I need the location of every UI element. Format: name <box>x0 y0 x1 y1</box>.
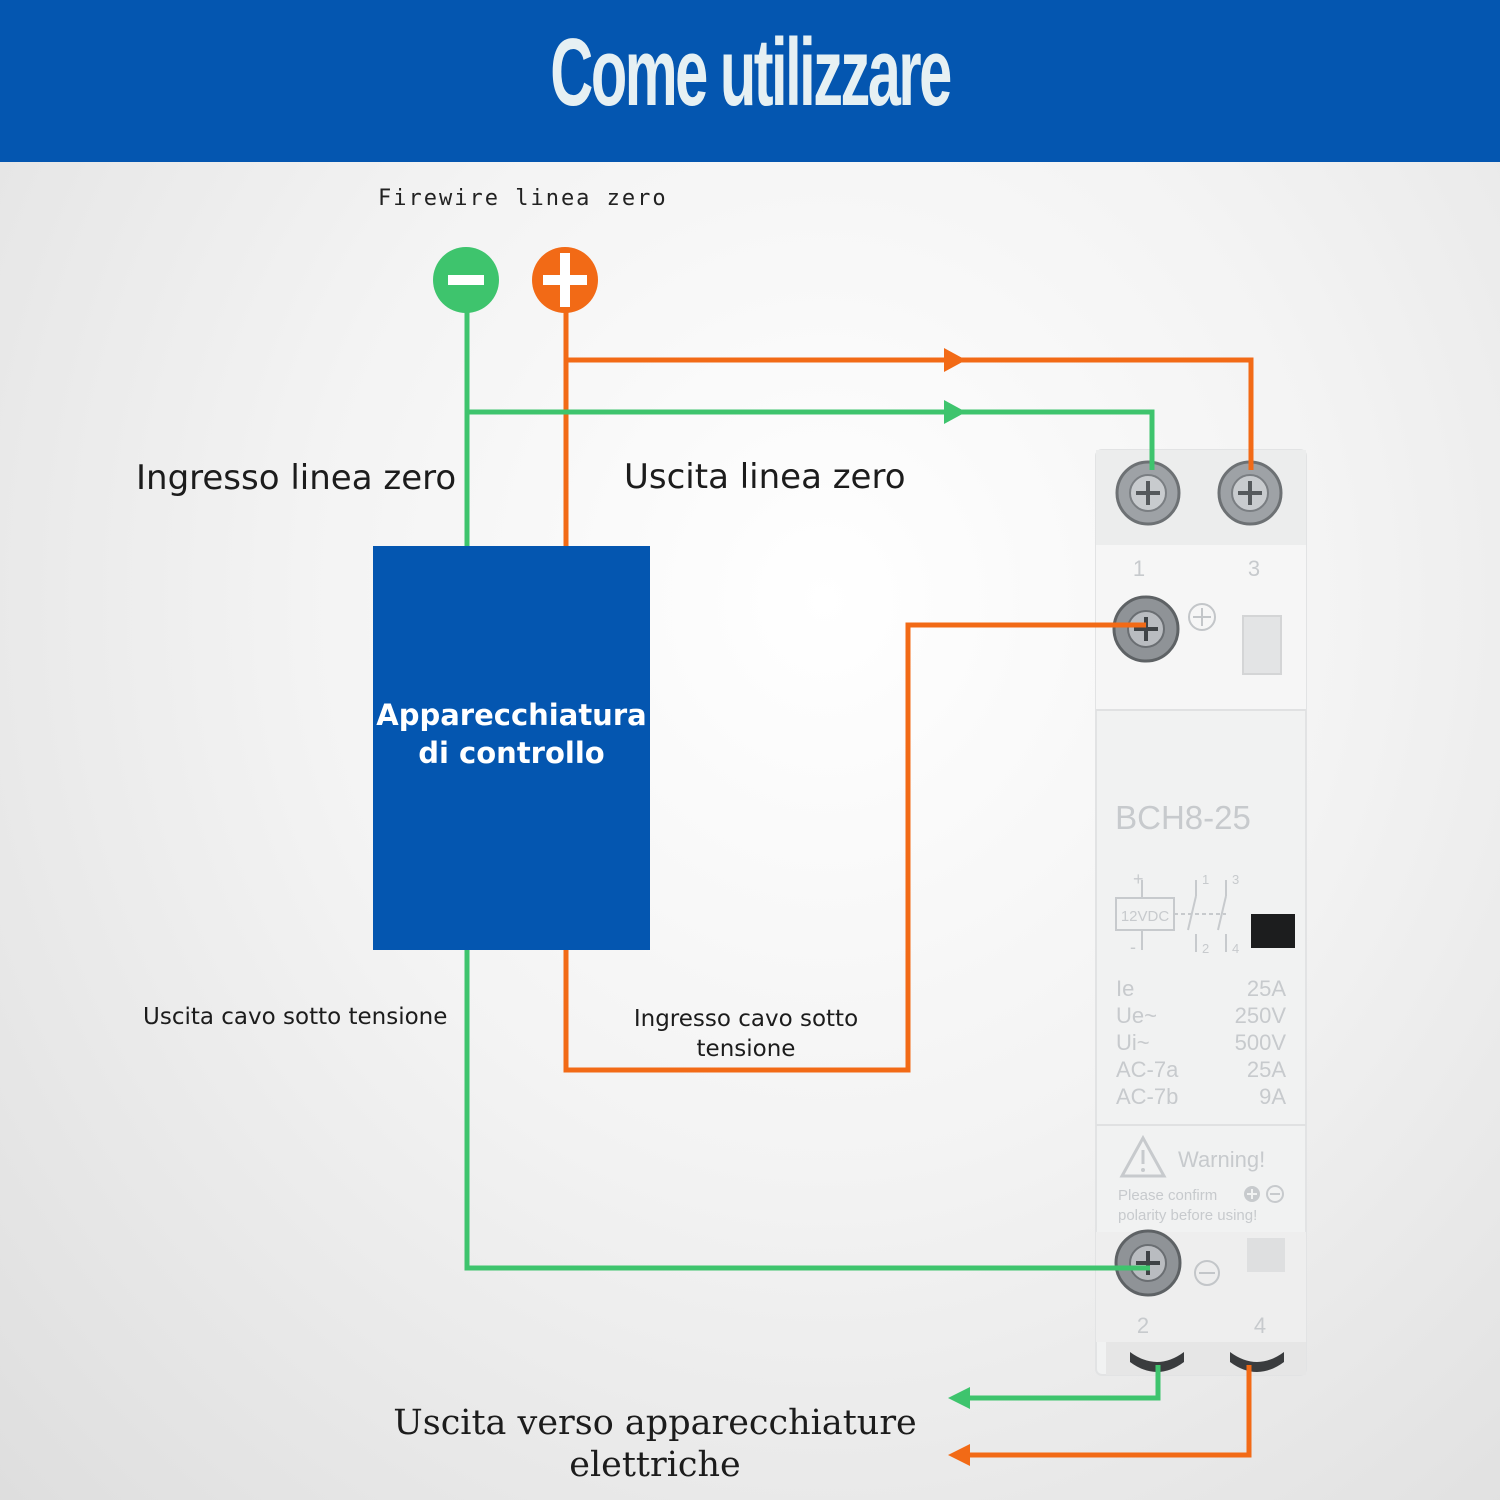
spec-name-4: AC-7b <box>1116 1084 1178 1109</box>
ingresso-cavo-line1: Ingresso cavo sotto <box>633 1006 859 1032</box>
green-wire-output <box>960 1365 1161 1401</box>
ingresso-cavo-label: Ingresso cavo sotto tensione <box>620 1004 872 1064</box>
spec-value-3: 25A <box>1247 1057 1286 1082</box>
spec-value-2: 500V <box>1235 1030 1287 1055</box>
screw-terminal-3 <box>1217 460 1283 526</box>
orange-wire-to-coil <box>563 622 1146 1073</box>
terminal-label-2: 2 <box>1137 1313 1149 1338</box>
plus-terminal-icon <box>532 247 598 313</box>
terminal-label-4: 4 <box>1254 1313 1266 1338</box>
warning-title: Warning! <box>1178 1147 1265 1172</box>
control-label-line1: Apparecchiatura <box>376 698 647 732</box>
warning-line-1: Please confirm <box>1118 1187 1217 1204</box>
polarity-icons <box>1244 1185 1284 1203</box>
green-wire-to-coil-minus <box>464 950 1150 1271</box>
spec-name-1: Ue~ <box>1116 1003 1157 1028</box>
control-equipment-box: Apparecchiatura di controllo <box>373 546 650 950</box>
spec-table: Ie 25A Ue~ 250V Ui~ 500V AC-7a 25A AC-7b… <box>1116 976 1286 1109</box>
coil-voltage-label: 12VDC <box>1121 908 1170 925</box>
arrow-left-green-icon <box>948 1387 970 1409</box>
contact-label-2: 2 <box>1202 941 1209 956</box>
spec-name-0: Ie <box>1116 976 1134 1001</box>
arrow-right-orange-icon <box>944 348 966 372</box>
coil-plus-label: + <box>1133 869 1144 889</box>
orange-wire-to-terminal-3 <box>566 357 1254 470</box>
plus-polarity-icon <box>1188 603 1216 631</box>
warning-triangle-icon <box>1119 1134 1167 1178</box>
wire-entry-2 <box>1130 1352 1184 1372</box>
control-equipment-label: Apparecchiatura di controllo <box>373 696 650 772</box>
uscita-linea-zero-label: Uscita linea zero <box>624 457 906 497</box>
model-label: BCH8-25 <box>1115 799 1251 836</box>
orange-wires <box>563 300 1254 1458</box>
uscita-apparecchiature-line1: Uscita verso apparecchiature <box>393 1403 917 1443</box>
warning-line-2: polarity before using! <box>1118 1207 1257 1224</box>
firewire-label: Firewire linea zero <box>378 186 668 211</box>
minus-terminal-icon <box>433 247 499 313</box>
coil-minus-label: - <box>1130 937 1136 957</box>
spec-name-3: AC-7a <box>1116 1057 1179 1082</box>
screw-coil-plus <box>1112 595 1180 663</box>
warning-section: Warning! Please confirm polarity before … <box>1118 1134 1284 1224</box>
spec-value-4: 9A <box>1259 1084 1286 1109</box>
arrow-right-green-icon <box>944 400 966 424</box>
contactor-device: 1 3 BCH8-25 + 12VDC <box>1095 449 1307 1376</box>
spec-name-2: Ui~ <box>1116 1030 1150 1055</box>
contact-label-4: 4 <box>1232 941 1239 956</box>
orange-wire-output <box>960 1365 1252 1458</box>
ingresso-cavo-line2: tensione <box>696 1036 796 1062</box>
minus-polarity-icon <box>1194 1260 1220 1286</box>
green-wires <box>464 300 1161 1401</box>
arrow-left-orange-icon <box>948 1444 970 1466</box>
ingresso-linea-zero-label: Ingresso linea zero <box>136 458 457 498</box>
uscita-apparecchiature-line2: elettriche <box>569 1445 741 1485</box>
terminal-label-1: 1 <box>1133 556 1145 581</box>
uscita-apparecchiature-label: Uscita verso apparecchiature elettriche <box>385 1402 925 1486</box>
screw-terminal-1 <box>1115 460 1181 526</box>
page-title: Come utilizzare <box>550 19 952 126</box>
wire-entry-4 <box>1230 1352 1284 1372</box>
uscita-cavo-label: Uscita cavo sotto tensione <box>143 1004 448 1030</box>
green-wire-to-terminal-1 <box>467 409 1155 470</box>
indicator-window <box>1242 615 1282 675</box>
contact-label-3: 3 <box>1232 872 1239 887</box>
indicator-window-bottom <box>1247 1238 1285 1272</box>
control-label-line2: di controllo <box>418 736 605 770</box>
spec-value-0: 25A <box>1247 976 1286 1001</box>
terminal-label-3: 3 <box>1248 556 1260 581</box>
spec-value-1: 250V <box>1235 1003 1287 1028</box>
coil-schematic: + 12VDC - 1 3 2 4 <box>1115 869 1239 957</box>
header-banner: Come utilizzare <box>0 0 1500 162</box>
contact-label-1: 1 <box>1202 872 1209 887</box>
status-led-window <box>1251 914 1295 948</box>
screw-coil-minus <box>1114 1229 1182 1297</box>
